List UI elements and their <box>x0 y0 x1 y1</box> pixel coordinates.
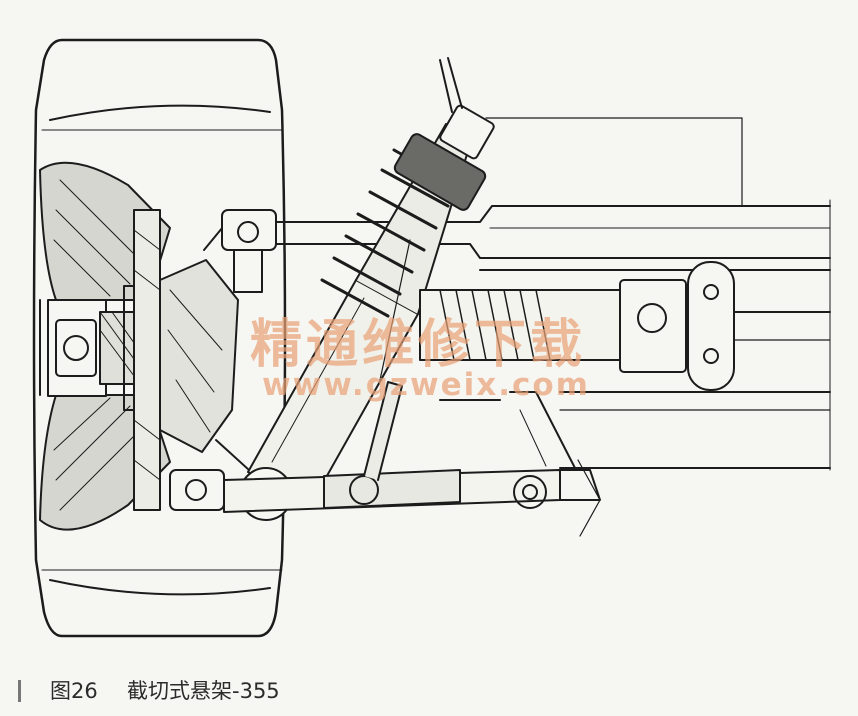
brake-disc <box>133 209 161 511</box>
figure-title: 截切式悬架-355 <box>127 679 280 703</box>
tire <box>32 38 287 638</box>
upper-control-arm <box>275 205 831 259</box>
lower-control-arm <box>223 459 601 537</box>
subframe-bracket <box>439 391 577 471</box>
watermark-url: www.gzweix.com <box>262 367 590 403</box>
caption-marker <box>18 680 21 702</box>
figure-caption: 图26 截切式悬架-355 <box>0 660 858 716</box>
steering-rack <box>419 261 735 391</box>
suspension-cutaway-diagram: 精通维修下载 www.gzweix.com <box>32 38 831 638</box>
figure-number: 图26 <box>50 679 98 703</box>
steering-knuckle <box>159 215 261 481</box>
watermark: 精通维修下载 www.gzweix.com <box>250 314 590 403</box>
watermark-brand: 精通维修下载 <box>250 314 586 375</box>
sway-bar-link <box>363 239 411 481</box>
lower-ball-joint <box>169 469 225 511</box>
upper-ball-joint <box>221 209 277 293</box>
